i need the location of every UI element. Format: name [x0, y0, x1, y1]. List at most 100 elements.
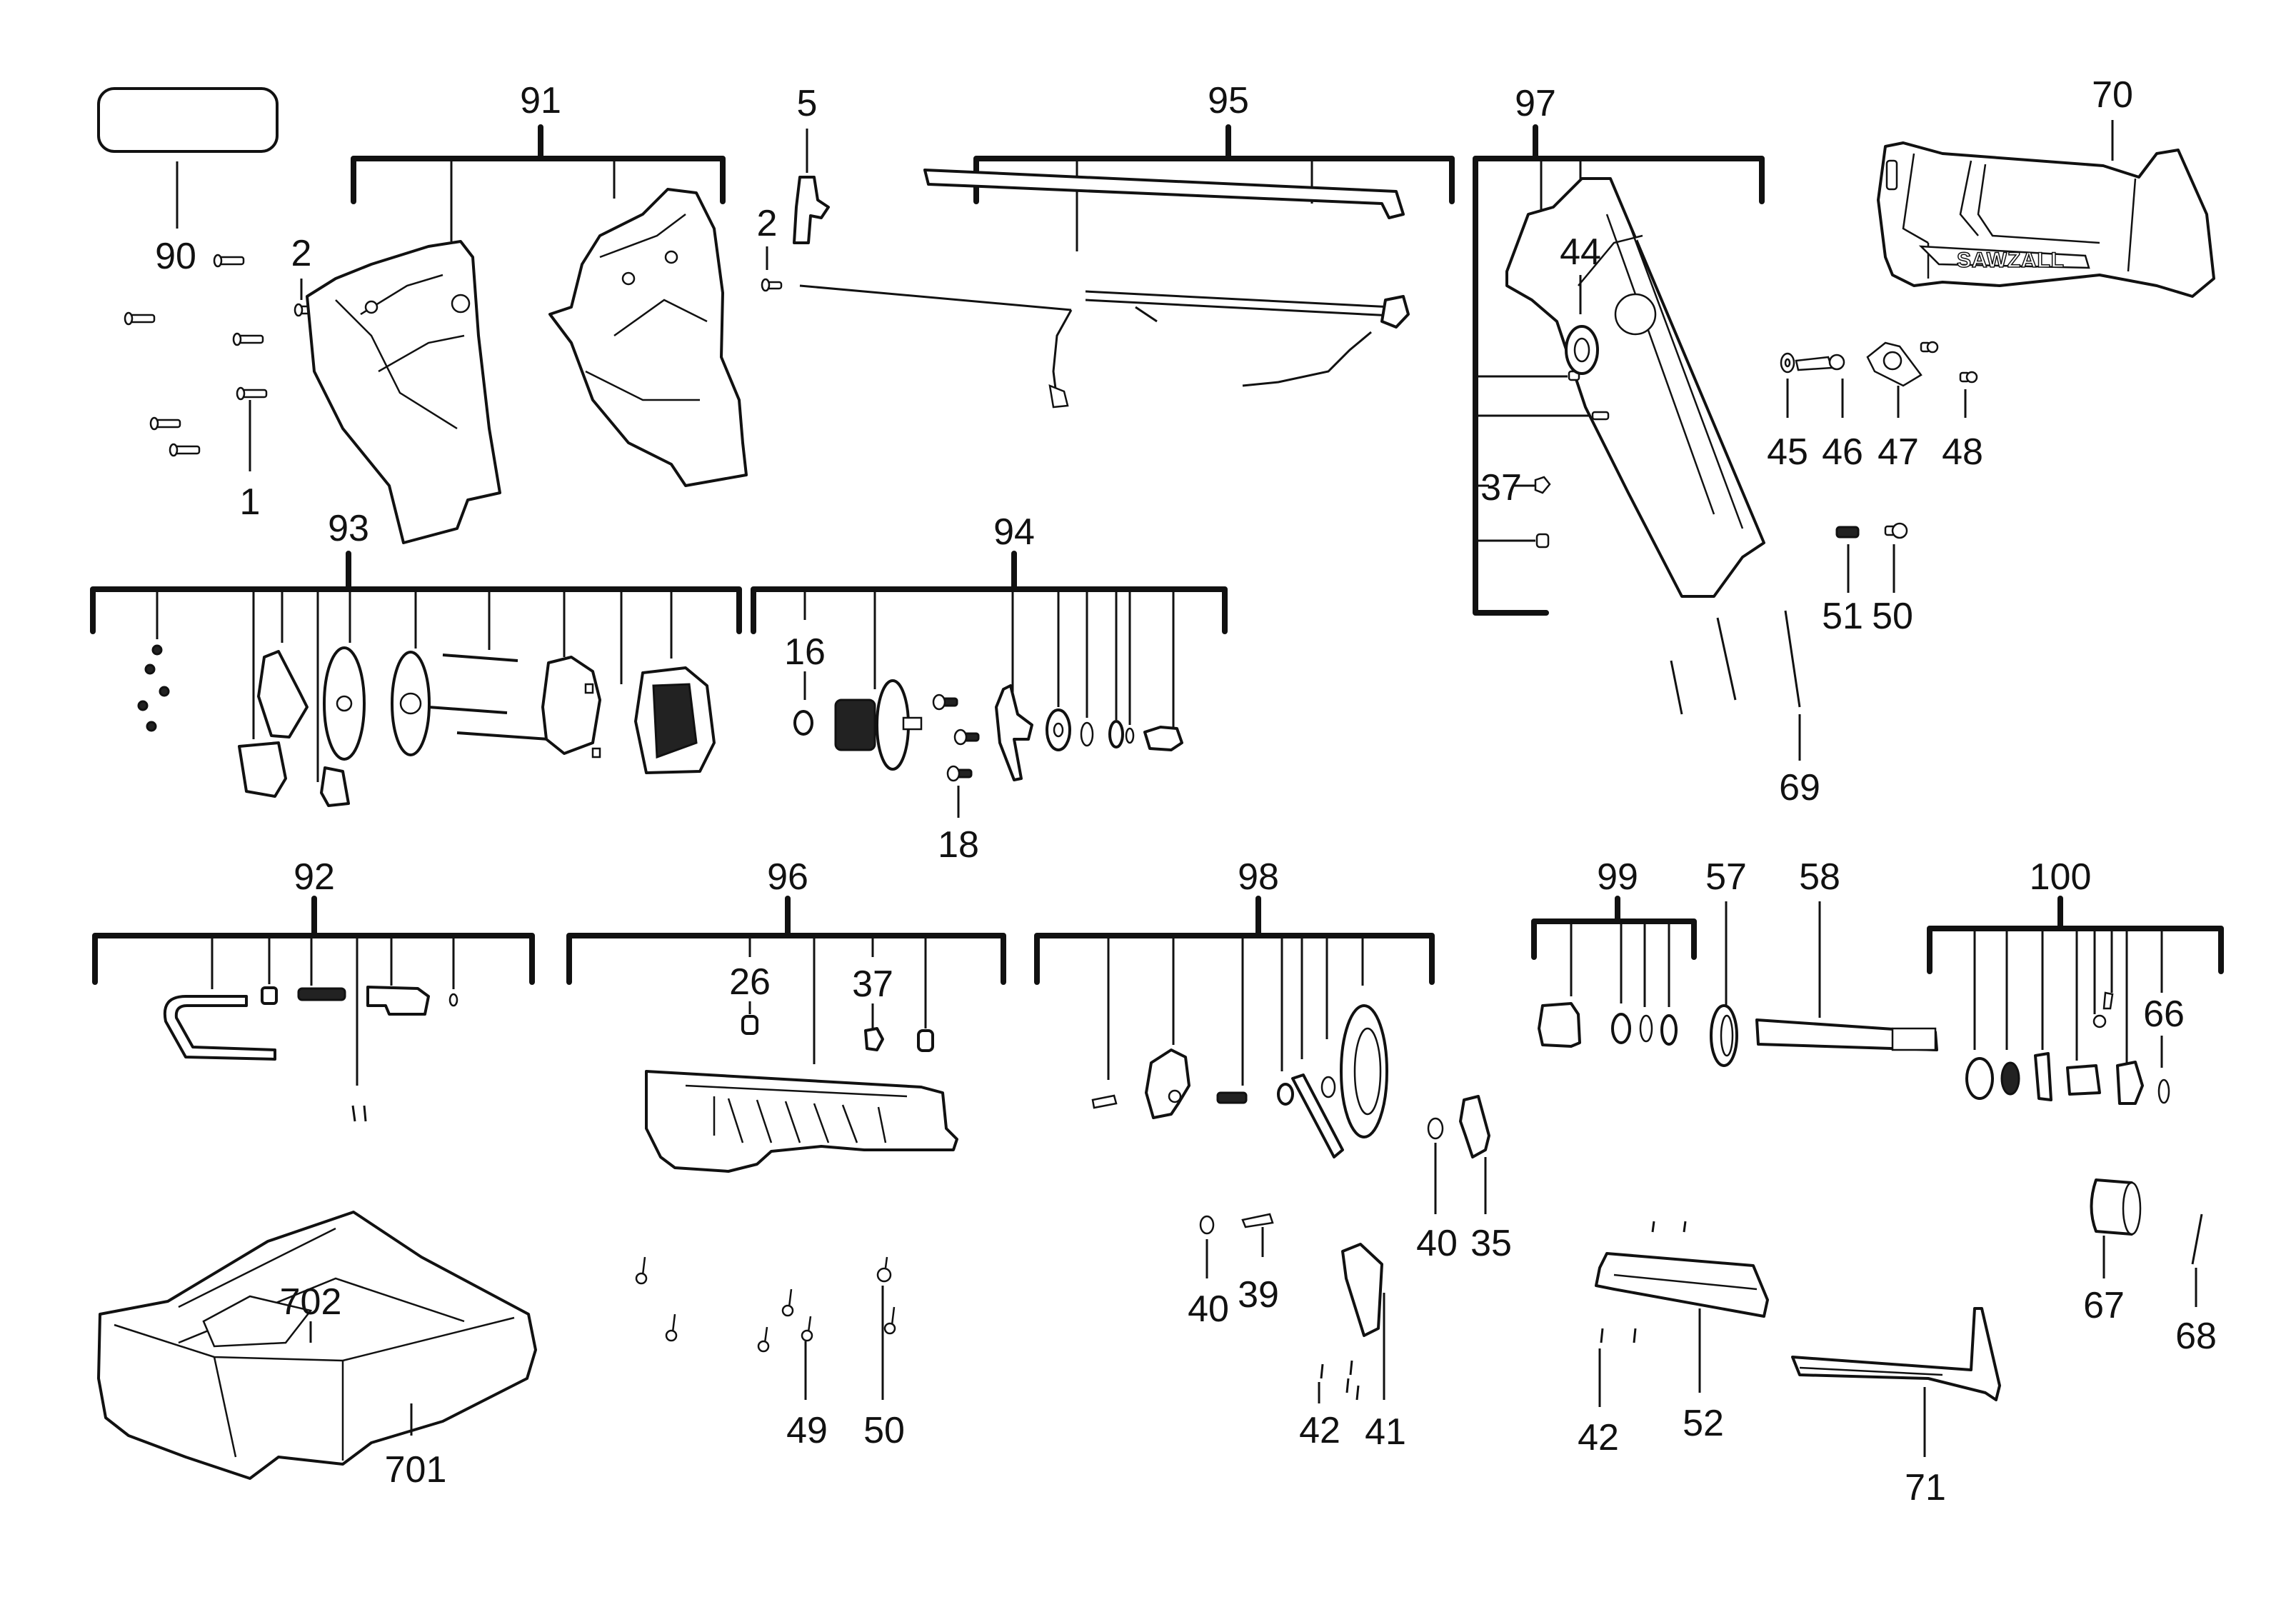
nut-37[interactable] — [1534, 476, 1551, 494]
screws-42a[interactable] — [1320, 1360, 1360, 1401]
screw[interactable] — [232, 332, 264, 346]
sleeve[interactable] — [2066, 1064, 2101, 1096]
o-ring[interactable] — [448, 993, 458, 1007]
screw[interactable] — [876, 1256, 892, 1283]
screw-18c[interactable] — [946, 765, 973, 782]
spring-51[interactable] — [1835, 526, 1860, 539]
screw[interactable] — [236, 386, 268, 401]
label-plate-group: 90 — [97, 87, 279, 277]
callout-90: 90 — [155, 236, 196, 277]
latch[interactable] — [366, 986, 430, 1016]
torsion-spring[interactable] — [2000, 1061, 2020, 1096]
bushing[interactable] — [1277, 1083, 1294, 1106]
ring[interactable] — [1660, 1014, 1678, 1046]
pin[interactable] — [1091, 1094, 1118, 1109]
assembly-91-housing: 91 — [306, 80, 748, 544]
washer[interactable] — [1639, 1014, 1653, 1043]
screw[interactable] — [169, 443, 201, 457]
screw[interactable] — [124, 311, 156, 326]
spring[interactable] — [297, 987, 346, 1001]
screws-52-top[interactable] — [1651, 1221, 1687, 1233]
screw-18a[interactable] — [932, 694, 958, 711]
through-bolt[interactable] — [456, 731, 549, 741]
dowel-pin[interactable] — [1591, 411, 1610, 421]
connecting-link[interactable] — [1291, 1073, 1344, 1158]
screw-48b[interactable] — [1959, 371, 1978, 384]
label-plate[interactable] — [97, 87, 279, 153]
washer-40b[interactable] — [1199, 1215, 1215, 1235]
callout-47: 47 — [1878, 431, 1919, 473]
screw-69c[interactable] — [1784, 610, 1801, 708]
sleeve[interactable] — [261, 986, 278, 1005]
screw-69a[interactable] — [1670, 660, 1683, 715]
bearing[interactable] — [1611, 1013, 1631, 1044]
through-bolt[interactable] — [428, 706, 508, 714]
screw[interactable] — [801, 1316, 813, 1342]
nut-37b[interactable] — [864, 1027, 884, 1051]
clamp-body[interactable] — [2116, 1061, 2144, 1105]
spring-68[interactable] — [2191, 1213, 2203, 1265]
screws-92[interactable] — [351, 1105, 367, 1122]
assembly-label-98: 98 — [1238, 856, 1279, 898]
through-bolt[interactable] — [442, 654, 518, 662]
needle-bearing[interactable] — [1216, 1091, 1248, 1104]
guide-35[interactable] — [1459, 1095, 1490, 1158]
screw-50[interactable] — [1884, 522, 1908, 539]
bushing[interactable] — [917, 1029, 934, 1052]
wire-harness[interactable] — [799, 284, 1393, 401]
screw[interactable] — [665, 1313, 678, 1342]
gear-housing[interactable] — [1505, 177, 1765, 598]
shoe-plate-52[interactable] — [1595, 1252, 1769, 1318]
control-board[interactable] — [257, 650, 309, 739]
ring[interactable] — [1108, 720, 1124, 749]
washer-40[interactable] — [1427, 1117, 1444, 1140]
screw[interactable] — [149, 416, 181, 431]
screw[interactable] — [883, 1306, 896, 1335]
callout-46: 46 — [1822, 431, 1863, 473]
bushing[interactable] — [1535, 533, 1550, 549]
grip-housing[interactable] — [645, 1070, 958, 1173]
pinion[interactable] — [1143, 726, 1183, 751]
screw-18b[interactable] — [953, 729, 980, 746]
parts-40-39: 40 39 — [1188, 1213, 1279, 1330]
collar[interactable] — [2034, 1052, 2052, 1101]
lever-rod[interactable] — [163, 995, 276, 1061]
screw[interactable] — [213, 254, 245, 268]
callout-26: 26 — [729, 961, 771, 1003]
pin[interactable] — [2102, 991, 2114, 1010]
washer[interactable] — [1080, 721, 1094, 747]
screw[interactable] — [635, 1256, 648, 1285]
shoe-71[interactable] — [1791, 1307, 2001, 1401]
contact-strip[interactable] — [923, 169, 1405, 219]
bearing-holder[interactable] — [1538, 1002, 1581, 1048]
baffle[interactable] — [995, 684, 1033, 781]
callout-42b: 42 — [1578, 1417, 1619, 1458]
screws-42b[interactable] — [1600, 1328, 1637, 1343]
counterweight[interactable] — [1145, 1048, 1190, 1119]
callout-69: 69 — [1779, 767, 1820, 809]
screw-set[interactable] — [137, 644, 170, 732]
battery-terminal[interactable] — [238, 741, 287, 798]
pin-39[interactable] — [1241, 1213, 1274, 1228]
screw[interactable] — [781, 1288, 794, 1317]
o-ring-66[interactable] — [2157, 1078, 2170, 1104]
o-ring[interactable] — [1125, 727, 1135, 744]
cap[interactable] — [1965, 1057, 1994, 1100]
rotor[interactable] — [834, 699, 876, 751]
brush-plate[interactable] — [541, 656, 601, 755]
housing-right-half[interactable] — [548, 188, 748, 487]
sensor-board[interactable] — [320, 766, 350, 807]
nut[interactable] — [2092, 1014, 2107, 1028]
bracket-41[interactable] — [1341, 1243, 1383, 1337]
callout-37b: 37 — [852, 963, 893, 1005]
screw-69b[interactable] — [1716, 617, 1737, 701]
screw-48a[interactable] — [1920, 341, 1939, 354]
pin-46[interactable] — [1795, 356, 1833, 371]
callout-71: 71 — [1905, 1467, 1946, 1508]
bearing-16[interactable] — [793, 710, 813, 736]
bushing-26[interactable] — [741, 1015, 758, 1035]
screw[interactable] — [757, 1326, 770, 1353]
screw[interactable] — [761, 278, 783, 292]
washer[interactable] — [1320, 1076, 1336, 1098]
switch-part[interactable] — [793, 176, 830, 244]
